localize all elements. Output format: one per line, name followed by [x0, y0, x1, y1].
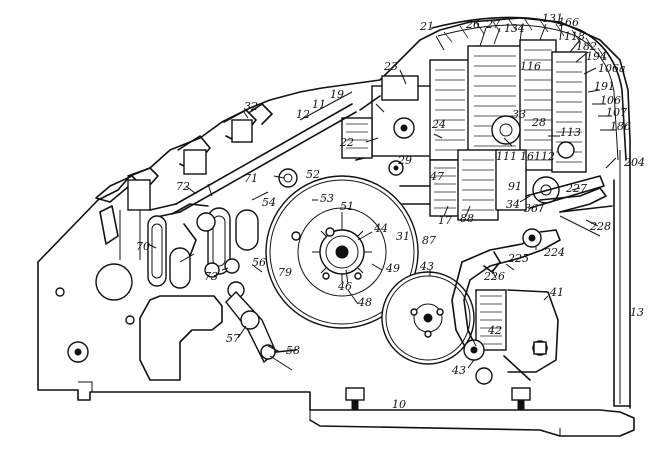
label-224: 224 — [543, 246, 565, 259]
label-11: 11 — [312, 98, 326, 111]
label-194: 194 — [586, 50, 607, 63]
label-112: 112 — [534, 150, 555, 163]
label-24: 24 — [431, 118, 446, 131]
label-31: 31 — [396, 230, 410, 243]
upper-cover — [431, 16, 627, 161]
label-29: 29 — [397, 154, 412, 167]
label-19: 19 — [330, 88, 344, 101]
label-22: 22 — [339, 136, 354, 149]
label-26: 26 — [465, 18, 480, 31]
label-33: 33 — [512, 108, 526, 121]
label-227: 227 — [565, 182, 587, 195]
label-16: 16 — [520, 150, 534, 163]
label-228: 228 — [589, 220, 611, 233]
label-225: 225 — [507, 252, 529, 265]
label-57: 57 — [226, 332, 240, 345]
key-levers — [95, 103, 273, 260]
label-34: 34 — [506, 198, 520, 211]
label-27: 27 — [485, 18, 500, 31]
label-186: 186 — [610, 120, 631, 133]
main-disc — [265, 175, 419, 329]
label-44: 44 — [373, 222, 388, 235]
label-12: 12 — [296, 108, 310, 121]
label-10: 10 — [392, 398, 406, 411]
label-23: 23 — [383, 60, 398, 73]
label-70: 70 — [136, 240, 150, 253]
right-lever-assembly — [451, 228, 561, 385]
label-56: 56 — [252, 256, 266, 269]
label-54: 54 — [262, 196, 276, 209]
typing-mechanism-block — [341, 39, 587, 176]
bell-crank — [225, 290, 297, 371]
label-72: 72 — [176, 180, 190, 193]
label-58: 58 — [286, 344, 300, 357]
label-182: 182 — [576, 40, 597, 53]
label-116: 116 — [520, 60, 541, 73]
label-53: 53 — [320, 192, 334, 205]
label-107: 107 — [606, 106, 627, 119]
label-88: 88 — [460, 212, 474, 225]
label-21: 21 — [419, 20, 434, 33]
middle-gear-stack — [399, 149, 605, 221]
label-36: 36 — [524, 202, 538, 215]
label-51: 51 — [340, 200, 354, 213]
label-118: 118 — [564, 30, 585, 43]
label-134: 134 — [504, 22, 525, 35]
label-226: 226 — [483, 270, 505, 283]
label-106: 106 — [600, 94, 621, 107]
label-79: 79 — [278, 266, 292, 279]
left-plate-cutouts — [55, 263, 223, 381]
label-47: 47 — [429, 170, 444, 183]
label-43-upper: 43 — [419, 260, 434, 273]
label-106a: 106a — [598, 62, 626, 75]
label-73: 73 — [204, 270, 218, 283]
label-131: 131 — [542, 12, 563, 25]
label-42: 42 — [487, 324, 502, 337]
label-17: 17 — [438, 214, 452, 227]
reference-numerals: 21 26 27 134 131 166 118 182 194 106a 19… — [136, 12, 645, 411]
lower-gear — [381, 271, 475, 365]
label-113: 113 — [560, 126, 581, 139]
label-41: 41 — [549, 286, 564, 299]
upper-right-guide — [539, 187, 613, 237]
label-204: 204 — [623, 156, 645, 169]
base-screws — [345, 387, 531, 411]
label-43-lower: 43 — [451, 364, 466, 377]
label-166: 166 — [558, 16, 579, 29]
label-32: 32 — [244, 100, 258, 113]
label-48: 48 — [357, 296, 372, 309]
label-91: 91 — [508, 180, 522, 193]
label-71: 71 — [244, 172, 258, 185]
label-13: 13 — [630, 306, 644, 319]
label-46: 46 — [337, 280, 352, 293]
label-191: 191 — [594, 80, 615, 93]
label-111: 111 — [496, 150, 517, 163]
label-28: 28 — [531, 116, 546, 129]
label-49: 49 — [385, 262, 400, 275]
label-52: 52 — [306, 168, 320, 181]
slotted-levers — [147, 203, 259, 299]
label-87: 87 — [422, 234, 436, 247]
leader-lines — [147, 23, 617, 369]
